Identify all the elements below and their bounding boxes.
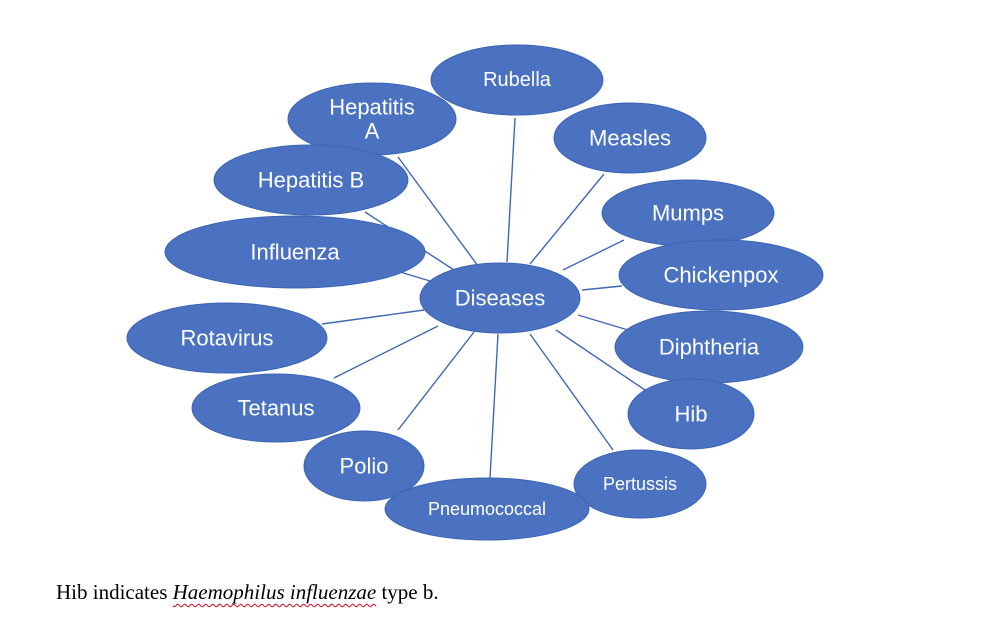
connector-polio: [397, 331, 475, 431]
connector-measles: [529, 173, 605, 265]
node-polio: Polio: [303, 430, 425, 502]
tetanus-ellipse: [191, 373, 361, 443]
center-node: Diseases: [419, 262, 581, 334]
caption-suffix: type b.: [376, 580, 439, 604]
rubella-ellipse: [430, 44, 604, 116]
connector-chickenpox: [581, 285, 623, 291]
node-pneumococcal: Pneumococcal: [384, 477, 590, 541]
chickenpox-ellipse: [618, 239, 824, 311]
center-ellipse: [419, 262, 581, 334]
measles-ellipse: [553, 102, 707, 174]
node-pertussis: Pertussis: [573, 449, 707, 519]
node-influenza: Influenza: [164, 215, 426, 289]
hepatitis-a-label-line-1: Hepatitis: [329, 94, 415, 119]
rotavirus-ellipse: [126, 302, 328, 374]
connector-tetanus: [333, 325, 439, 379]
connector-lines: [321, 117, 649, 479]
node-rubella: Rubella: [430, 44, 604, 116]
connector-pertussis: [529, 333, 614, 451]
rotavirus-label: Rotavirus: [181, 326, 274, 351]
node-hib: Hib: [627, 378, 755, 450]
influenza-ellipse: [164, 215, 426, 289]
hib-label: Hib: [674, 402, 707, 427]
rubella-label: Rubella: [483, 69, 552, 91]
tetanus-label: Tetanus: [237, 396, 314, 421]
figure-caption: Hib indicates Haemophilus influenzae typ…: [56, 580, 439, 605]
connector-pneumococcal: [489, 333, 499, 479]
chickenpox-label: Chickenpox: [664, 263, 779, 288]
node-rotavirus: Rotavirus: [126, 302, 328, 374]
connector-rubella: [506, 117, 516, 263]
center-label: Diseases: [455, 286, 545, 311]
hepatitis-b-label: Hepatitis B: [258, 168, 364, 193]
connector-rotavirus: [321, 309, 425, 325]
measles-label: Measles: [589, 126, 671, 151]
connector-hib: [555, 329, 649, 393]
node-chickenpox: Chickenpox: [618, 239, 824, 311]
node-hepatitis-b: Hepatitis B: [213, 144, 409, 216]
node-tetanus: Tetanus: [191, 373, 361, 443]
pneumococcal-ellipse: [384, 477, 590, 541]
hepatitis-a-label-line-2: A: [365, 119, 380, 144]
polio-label: Polio: [340, 454, 389, 479]
pertussis-label: Pertussis: [603, 474, 677, 494]
connector-mumps: [562, 239, 625, 271]
connector-diphtheria: [577, 314, 629, 331]
node-mumps: Mumps: [601, 179, 775, 247]
node-measles: Measles: [553, 102, 707, 174]
mumps-label: Mumps: [652, 201, 724, 226]
polio-ellipse: [303, 430, 425, 502]
node-diphtheria: Diphtheria: [614, 310, 804, 384]
influenza-label: Influenza: [250, 240, 340, 265]
caption-prefix: Hib indicates: [56, 580, 173, 604]
pneumococcal-label: Pneumococcal: [428, 499, 546, 519]
diphtheria-label: Diphtheria: [659, 335, 760, 360]
connector-hepatitis-a: [397, 156, 479, 267]
pertussis-ellipse: [573, 449, 707, 519]
hib-ellipse: [627, 378, 755, 450]
hepatitis-b-ellipse: [213, 144, 409, 216]
caption-term: Haemophilus influenzae: [172, 580, 377, 604]
